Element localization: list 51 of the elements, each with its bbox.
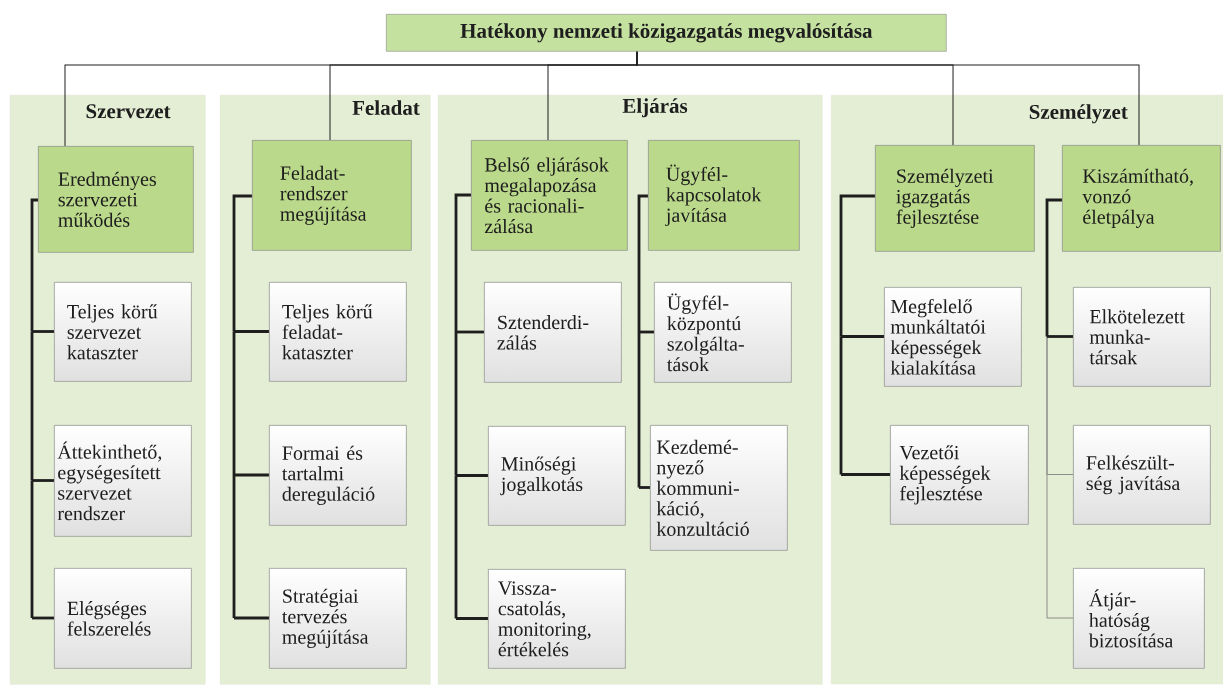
task-box: Áttekinthető, egységesített szervezet rendszer — [54, 425, 192, 537]
connector — [637, 194, 648, 332]
connector — [454, 193, 471, 332]
goal-box: Személyzeti igazgatás fejlesztése — [875, 145, 1035, 252]
connector — [841, 335, 884, 338]
connector — [839, 336, 843, 475]
task-box: Felkészült- ség javítása — [1073, 425, 1211, 525]
task-box: Teljes körű feladat- kataszter — [269, 282, 407, 382]
connector — [232, 331, 236, 475]
connector — [234, 616, 269, 620]
task-box: Stratégiai tervezés megújítása — [269, 568, 407, 669]
task-box: Vissza- csatolás, monitoring, értékelés — [488, 569, 626, 669]
connector — [636, 50, 1140, 146]
connector — [454, 332, 458, 476]
connector — [456, 330, 484, 334]
connector — [30, 480, 34, 618]
connector — [839, 194, 875, 337]
connector — [30, 198, 38, 332]
connector — [456, 617, 488, 620]
connector — [1047, 335, 1073, 338]
connector — [32, 479, 54, 482]
goal-box: Feladat- rendszer megújítása — [252, 140, 412, 251]
connector — [32, 616, 54, 620]
task-box: Vezetői képességek fejlesztése — [890, 425, 1029, 525]
task-box: Formai és tartalmi dereguláció — [269, 425, 407, 526]
task-box: Sztenderdi- zálás — [484, 282, 622, 383]
connector — [841, 473, 890, 476]
goal-box: Belső eljárások megalapozása és racionali- zálása — [471, 140, 628, 251]
task-box: Megfelelő munkáltatói képességek kialakítása — [884, 287, 1022, 387]
task-box: Minőségi jogalkotás — [488, 426, 626, 526]
connector — [637, 332, 641, 488]
task-box: Ügyfél- központú szolgálta- tások — [654, 282, 792, 383]
connector — [234, 330, 269, 333]
task-box: Elégséges felszerelés — [54, 568, 192, 669]
task-box: Teljes körű szervezet kataszter — [54, 282, 192, 382]
goal-box: Kiszámítható, vonzó életpálya — [1062, 145, 1221, 252]
connector — [234, 473, 269, 477]
connector — [232, 194, 252, 332]
goal-box: Eredményes szervezeti működés — [38, 146, 194, 253]
connector — [30, 331, 34, 481]
connector — [639, 486, 650, 489]
connector — [456, 474, 488, 477]
task-box: Elkötelezett munka- társak — [1073, 287, 1211, 387]
task-box: Kezdemé- nyező kommuni- káció, konzultáció — [650, 425, 788, 551]
connector — [32, 330, 54, 333]
goal-box: Ügyfél- kapcsolatok javítása — [648, 140, 800, 251]
connector — [454, 475, 458, 619]
task-box: Átjár- hatóság biztosítása — [1073, 568, 1205, 669]
connector — [1045, 198, 1062, 337]
title-box: Hatékony nemzeti közigazgatás megvalósítása — [386, 14, 947, 52]
connector — [232, 475, 236, 618]
